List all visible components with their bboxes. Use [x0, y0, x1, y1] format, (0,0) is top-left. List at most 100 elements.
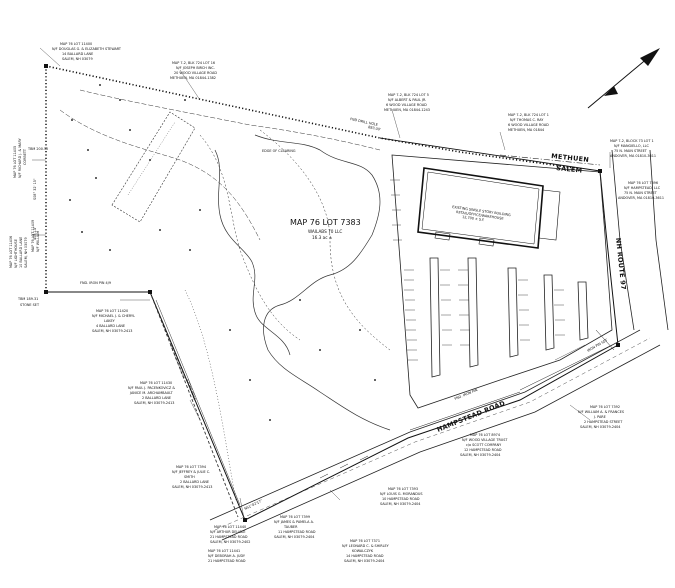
frontage-details — [319, 329, 615, 479]
svg-text:c/o SCOTT COMPANY: c/o SCOTT COMPANY — [466, 443, 502, 447]
parking-island-1 — [429, 257, 441, 378]
svg-text:TAUBER: TAUBER — [283, 525, 298, 529]
svg-text:N/F THOMAS C. RAY: N/F THOMAS C. RAY — [510, 118, 544, 122]
distance-top-label: 883.00' — [368, 125, 381, 132]
abutter-map76-lot11405: MAP 76 LOT 11405 N/F RICHARD J. & MARY C… — [13, 137, 27, 178]
svg-text:MAP 76 LOT 7371: MAP 76 LOT 7371 — [350, 539, 380, 543]
abutter-map76-lot8974: MAP 76 LOT 8974 N/F WOOD VILLAGE TRUST c… — [460, 433, 508, 457]
svg-text:6 WOOD VILLAGE ROAD: 6 WOOD VILLAGE ROAD — [508, 123, 549, 127]
svg-text:METHUEN, MA 01844-1382: METHUEN, MA 01844-1382 — [170, 76, 216, 80]
svg-text:N/F JEFFREY & JULIE C.: N/F JEFFREY & JULIE C. — [172, 470, 210, 474]
main-parcel-label: MAP 76 LOT 7383 WAILABS 70 LLC 16.3 ac ± — [290, 218, 361, 240]
leader-lines — [32, 47, 611, 519]
clearing-edge — [254, 134, 391, 431]
stone-wall-west — [149, 291, 239, 518]
pavement-edge — [391, 154, 613, 409]
svg-text:MAP 7-2, BLK 724 LOT 16: MAP 7-2, BLK 724 LOT 16 — [172, 61, 215, 65]
svg-text:N/F LOUIS G. MORANDUS: N/F LOUIS G. MORANDUS — [380, 492, 423, 496]
iron-pin-set-label: IRON PIN SET — [587, 338, 609, 353]
contour-line-4 — [259, 129, 391, 351]
contour-line-3 — [199, 134, 301, 341]
svg-text:SALEM, NH 03079-2413: SALEM, NH 03079-2413 — [134, 401, 174, 405]
southwest-boundary-line — [46, 291, 246, 521]
svg-text:N/F DEBORAH A. JUDY: N/F DEBORAH A. JUDY — [208, 554, 246, 558]
svg-text:21 HAMPSTEAD ROAD: 21 HAMPSTEAD ROAD — [210, 535, 248, 539]
svg-text:ANDOVER, MA 01810-3611: ANDOVER, MA 01810-3611 — [618, 196, 664, 200]
parking-lot — [390, 154, 613, 409]
south-boundary-line — [244, 344, 619, 521]
stone-set-label: STONE SET — [20, 303, 40, 307]
svg-text:METHUEN, MA 01844-1243: METHUEN, MA 01844-1243 — [384, 108, 430, 112]
tbm-top-label: TBM 200.52 — [27, 147, 48, 151]
svg-text:CORBETT: CORBETT — [23, 148, 27, 165]
svg-text:LAKEY: LAKEY — [104, 319, 116, 323]
abutter-map76-lot11420: MAP 76 LOT 11420 N/F MICHAEL J. & CHERYL… — [92, 309, 135, 333]
svg-text:SALEM, NH 03079-2404: SALEM, NH 03079-2404 — [580, 425, 620, 429]
svg-text:SALEM, NH 03079: SALEM, NH 03079 — [62, 57, 93, 61]
svg-text:MAP 76 LOT 7393: MAP 76 LOT 7393 — [388, 487, 418, 491]
svg-text:METHUEN, MA 01844: METHUEN, MA 01844 — [508, 128, 544, 132]
former-structure-inner — [127, 121, 176, 196]
svg-text:MAP 76 LOT 11409: MAP 76 LOT 11409 — [31, 220, 35, 252]
abutter-map7-2-blk724-lot16: MAP 7-2, BLK 724 LOT 16 N/F JOSEPH BIRCH… — [170, 61, 217, 80]
abutter-map76-lot11430: MAP 76 LOT 11430 N/F PAUL J. PACENKOVICZ… — [128, 381, 175, 405]
hampstead-road-centerline — [214, 337, 651, 531]
corner-marker-w — [148, 290, 152, 294]
svg-text:N/F PAUL J. PACENKOVICZ &: N/F PAUL J. PACENKOVICZ & — [128, 386, 175, 390]
abutter-map76-lot11406: MAP 76 LOT 11406 N/F LIGHTHOUSE 10 BALLA… — [9, 236, 28, 268]
salem-label: SALEM — [556, 164, 583, 175]
abutter-map76-lot7392: MAP 76 LOT 7392 N/F WILLIAM A. & FRANCES… — [578, 405, 624, 429]
svg-text:MAP 76 LOT 7394: MAP 76 LOT 7394 — [176, 465, 206, 469]
corner-marker-nw — [44, 64, 48, 68]
svg-text:N/F LEONARD C. & SHIRLEY: N/F LEONARD C. & SHIRLEY — [342, 544, 390, 548]
svg-text:2 BALLARD LANE: 2 BALLARD LANE — [142, 396, 171, 400]
survey-markers — [44, 64, 620, 522]
abutter-map76-lot11400: MAP 76 LOT 11400 N/F DOUGLAS G. & ELIZAB… — [52, 42, 122, 61]
route-97-edge-west — [611, 149, 635, 331]
parking-island-5 — [577, 281, 589, 341]
svg-text:MAP 76 LOT 7399: MAP 76 LOT 7399 — [280, 515, 310, 519]
abutter-map76-lot7371: MAP 76 LOT 7371 N/F LEONARD C. & SHIRLEY… — [342, 539, 390, 563]
building-footprint — [417, 167, 544, 249]
svg-text:N/F DOUGLAS G. & ELIZABETH STE: N/F DOUGLAS G. & ELIZABETH STEWART — [52, 47, 122, 51]
town-line — [499, 154, 601, 166]
svg-text:KOWALCZYK: KOWALCZYK — [352, 549, 374, 553]
svg-text:MAP 76 LOT 11406: MAP 76 LOT 11406 — [9, 236, 13, 268]
abutter-map76-lot11440: MAP 76 LOT 11440 N/F ARTHUR DELISLE 21 H… — [210, 525, 250, 544]
svg-text:2 BALLARD LANE: 2 BALLARD LANE — [180, 480, 209, 484]
svg-text:SALEM, NH 03079-2413: SALEM, NH 03079-2413 — [172, 485, 212, 489]
abutter-map7-2-blk724-lot1: MAP 7-2, BLK 724 LOT 1 N/F THOMAS C. RAY… — [508, 113, 549, 132]
abutter-map76-lot7393: MAP 76 LOT 7393 N/F LOUIS G. MORANDUS 10… — [380, 487, 423, 506]
site-features — [59, 84, 391, 518]
svg-text:N/F WILLIAM: N/F WILLIAM — [36, 231, 40, 252]
building-label-line-2: RETAIL/OFFICE/WAREHOUSE — [456, 210, 504, 221]
north-arrow-icon — [587, 48, 660, 109]
route-97-label: NH ROUTE 97 — [614, 237, 627, 290]
svg-text:N/F JAMES & PAMELA A.: N/F JAMES & PAMELA A. — [274, 520, 314, 524]
svg-text:SMITH: SMITH — [184, 475, 195, 479]
hampstead-road-edge-north — [209, 329, 641, 521]
svg-text:N/F WOOD VILLAGE TRUST: N/F WOOD VILLAGE TRUST — [462, 438, 508, 442]
abutter-map76-lot7399: MAP 76 LOT 7399 N/F JAMES & PAMELA A. TA… — [274, 515, 316, 539]
bearing-bottom-label: N51°02'17" — [244, 498, 264, 510]
main-parcel-area: 16.3 ac ± — [312, 235, 333, 240]
bearing-left-label: S08° 32' 15" — [33, 178, 37, 200]
clearing-note-label: EDGE OF CLEARING — [262, 149, 296, 153]
abutter-labels: MAP 76 LOT 11400 N/F DOUGLAS G. & ELIZAB… — [9, 42, 664, 563]
tree-symbols — [69, 84, 376, 421]
parking-island-2 — [467, 257, 479, 368]
abutter-map76-lot7396: MAP 76 LOT 7396 N/F HAMPSTEAD, LLC 75 N.… — [618, 181, 664, 200]
abutter-map7-2-block73-lot1: MAP 7-2, BLOCK 73 LOT 1 N/F MANGIELLO, L… — [610, 139, 656, 158]
svg-text:MAP 76 LOT 11405: MAP 76 LOT 11405 — [13, 146, 17, 178]
svg-text:21 HAMPSTEAD ROAD: 21 HAMPSTEAD ROAD — [208, 559, 246, 563]
svg-text:N/F ALBERT & PAUL JR.: N/F ALBERT & PAUL JR. — [388, 98, 426, 102]
bearing-left-2-label: 408.14' — [33, 227, 37, 240]
svg-text:MAP 7-2, BLK 724 LOT 5: MAP 7-2, BLK 724 LOT 5 — [388, 93, 429, 97]
corner-marker-ne — [598, 169, 602, 173]
hampstead-road-edge-south — [221, 344, 661, 541]
svg-text:MAP 76 LOT 7396: MAP 76 LOT 7396 — [628, 181, 658, 185]
route-97-edge-east — [649, 149, 669, 331]
methuen-label: METHUEN — [551, 152, 590, 164]
roads — [209, 149, 669, 541]
